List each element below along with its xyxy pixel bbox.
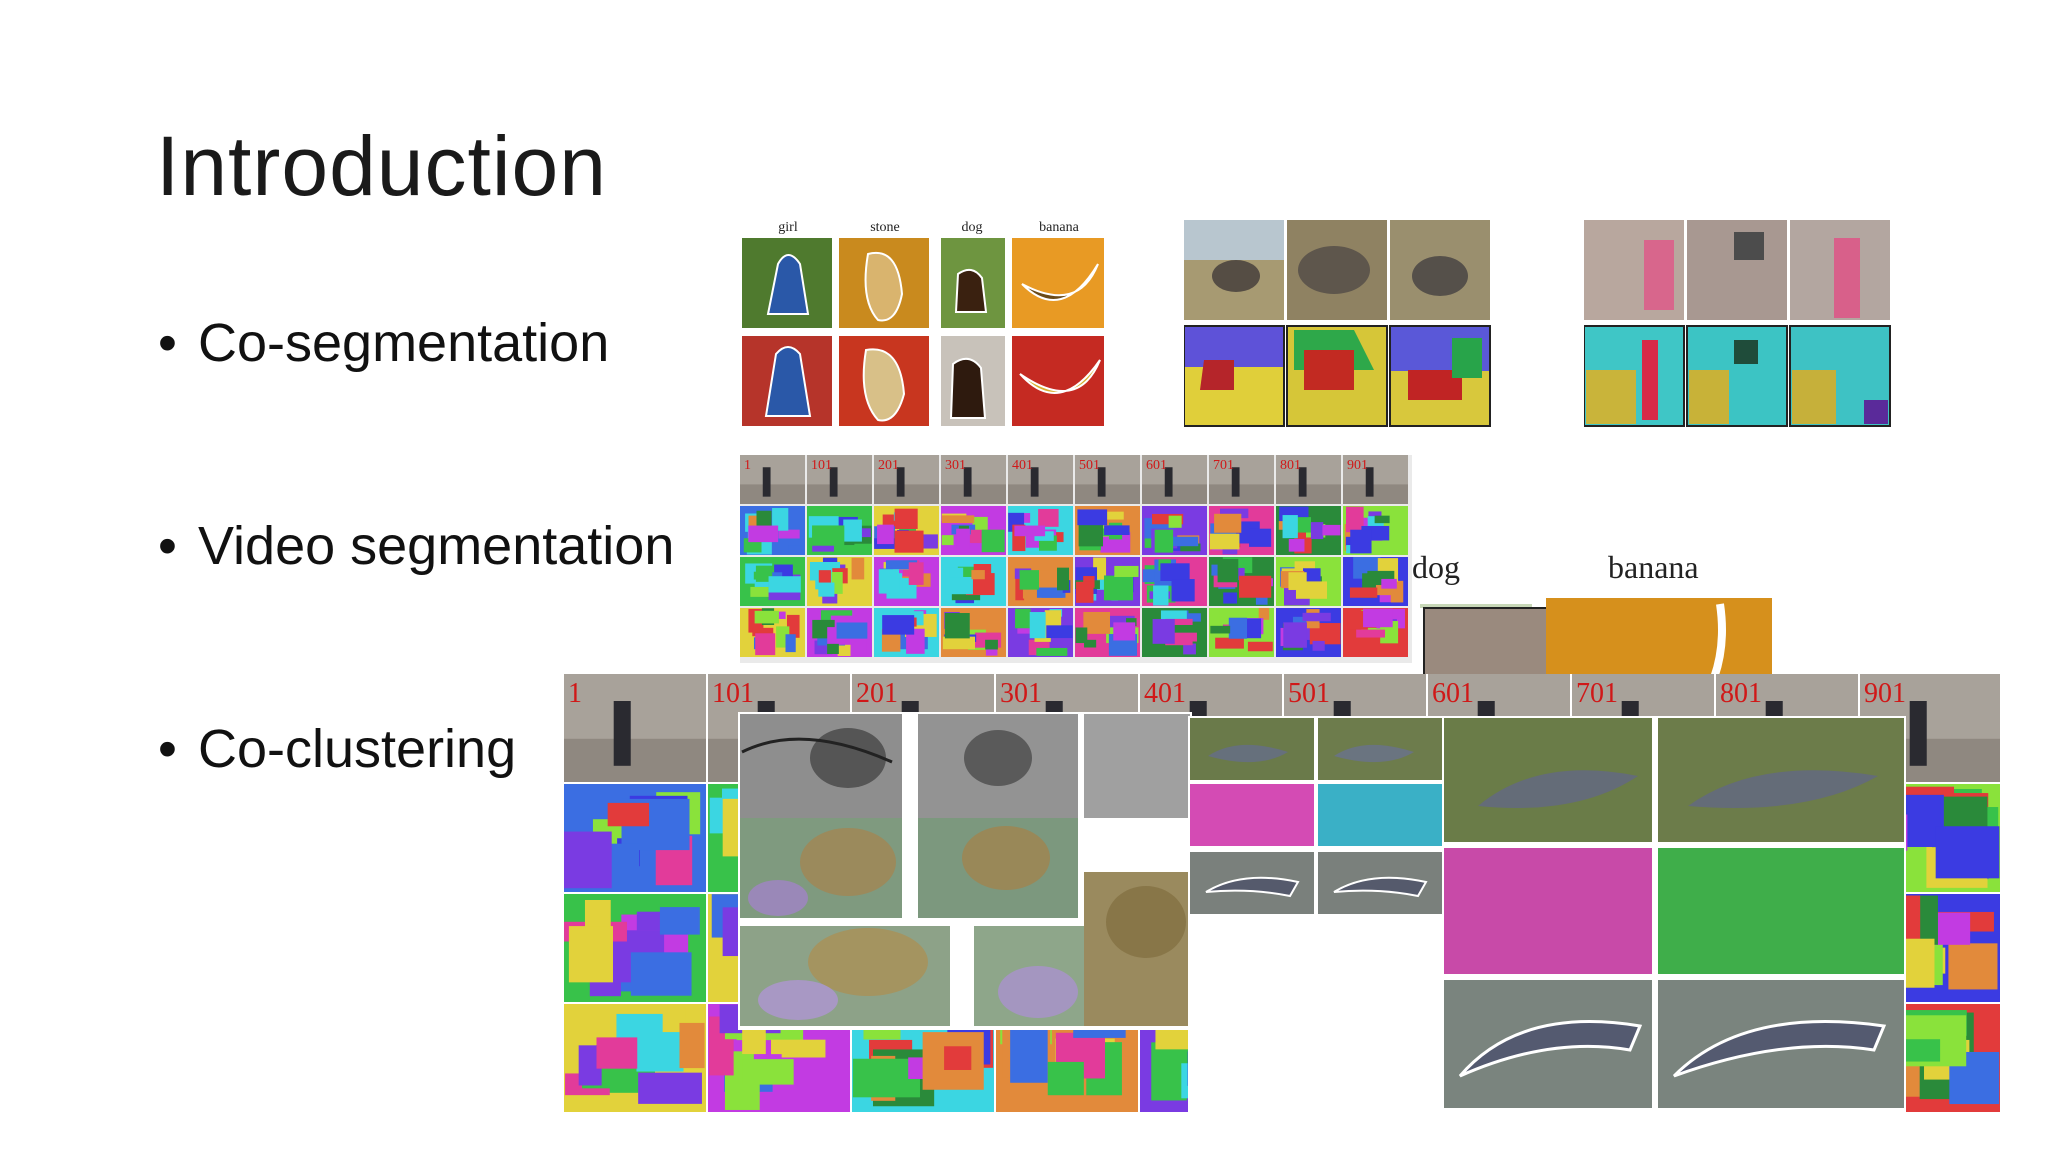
frame-number-label: 801 [1280, 458, 1301, 473]
overlay-photo-banana [1546, 598, 1772, 678]
segmentation-frame [807, 506, 872, 555]
frame-number-label: 901 [1864, 678, 1906, 709]
video-frame [1276, 455, 1341, 504]
frame-number-label: 201 [856, 678, 898, 709]
indoor-figure [1584, 220, 1896, 428]
frame-number-label: 501 [1079, 458, 1100, 473]
segmentation-frame [1276, 608, 1341, 657]
video-frame [807, 455, 872, 504]
segmentation-frame [1142, 557, 1207, 606]
video-frame [1008, 455, 1073, 504]
video-frame [1075, 455, 1140, 504]
photo-banana-1 [1012, 238, 1104, 328]
segmentation-frame [807, 608, 872, 657]
frame-number-label: 301 [945, 458, 966, 473]
frame-number-label: 701 [1213, 458, 1234, 473]
video-frame [941, 455, 1006, 504]
segmentation-frame [1209, 506, 1274, 555]
frame-number-label: 901 [1347, 458, 1368, 473]
segmentation-frame [740, 608, 805, 657]
segmentation-frame [1075, 608, 1140, 657]
video-frame [740, 455, 805, 504]
label-dog: dog [962, 220, 983, 235]
squirrel-superpixels-large-1 [1444, 848, 1652, 974]
segmentation-frame [1142, 608, 1207, 657]
bullet-text: Co-segmentation [198, 313, 610, 373]
segmentation-frame [1008, 506, 1073, 555]
segmentation-frame [708, 1004, 850, 1112]
video-frame [1209, 455, 1274, 504]
segmentation-frame [1209, 608, 1274, 657]
bullet-text: Video segmentation [198, 516, 675, 576]
segmentation-frame [807, 557, 872, 606]
frame-number-label: 1 [568, 678, 582, 709]
label-girl: girl [778, 220, 798, 235]
bullet-text: Co-clustering [198, 719, 517, 779]
elephants-figure [1184, 220, 1494, 428]
segmentation-frame [564, 894, 706, 1002]
squirrel-figure [1188, 716, 1906, 1112]
bullet-dot: • [158, 719, 177, 779]
frame-number-label: 501 [1288, 678, 1330, 709]
frame-number-label: 101 [811, 458, 832, 473]
em-gray-3 [1084, 714, 1190, 818]
bullet-dot: • [158, 313, 177, 373]
bullet-co-segmentation: • Co-segmentation [158, 312, 609, 374]
label-banana: banana [1039, 220, 1079, 235]
video-frame [564, 674, 706, 782]
label-stone: stone [870, 220, 900, 235]
segmentation-frame [1343, 506, 1408, 555]
segmentation-frame [740, 557, 805, 606]
frame-number-label: 601 [1146, 458, 1167, 473]
segmentation-frame [1276, 506, 1341, 555]
squirrel-superpixels-small-2 [1318, 784, 1442, 846]
segmentation-frame [1008, 608, 1073, 657]
segmentation-frame [1142, 506, 1207, 555]
segmentation-frame [874, 608, 939, 657]
segmentation-frame [1343, 557, 1408, 606]
frame-number-label: 801 [1720, 678, 1762, 709]
frame-number-label: 301 [1000, 678, 1042, 709]
segmentation-frame [740, 506, 805, 555]
segmentation-frame [941, 506, 1006, 555]
segmentation-frame [1008, 557, 1073, 606]
squirrel-superpixels-large-2 [1658, 848, 1904, 974]
cosegmentation-figure: girl stone dog banana [738, 214, 1108, 426]
segmentation-frame [1343, 608, 1408, 657]
video-frame [1343, 455, 1408, 504]
frame-number-label: 1 [744, 458, 751, 473]
bullet-dot: • [158, 516, 177, 576]
frame-number-label: 601 [1432, 678, 1474, 709]
frame-number-label: 201 [878, 458, 899, 473]
segmentation-frame [564, 1004, 706, 1112]
segmentation-frame [1276, 557, 1341, 606]
segmentation-frame [941, 557, 1006, 606]
video-strip-small: 1 101 201 301 401 501 601 701 801 901 [740, 455, 1412, 663]
frame-number-label: 701 [1576, 678, 1618, 709]
collage-overlay: dog banana [1412, 548, 1772, 678]
segmentation-frame [564, 784, 706, 892]
bullet-video-segmentation: • Video segmentation [158, 515, 674, 577]
bullet-co-clustering: • Co-clustering [158, 718, 516, 780]
frame-number-label: 401 [1144, 678, 1186, 709]
overlay-label-dog: dog [1412, 549, 1460, 585]
segmentation-frame [874, 557, 939, 606]
microscopy-figure [738, 712, 1192, 1030]
video-frame [874, 455, 939, 504]
overlay-label-banana: banana [1608, 549, 1699, 585]
segmentation-frame [1209, 557, 1274, 606]
frame-number-label: 101 [712, 678, 754, 709]
frame-number-label: 401 [1012, 458, 1033, 473]
slide-title: Introduction [156, 119, 607, 213]
video-frame [1142, 455, 1207, 504]
segmentation-frame [874, 506, 939, 555]
segmentation-frame [941, 608, 1006, 657]
segmentation-frame [1075, 506, 1140, 555]
segmentation-frame [1075, 557, 1140, 606]
squirrel-superpixels-small-1 [1190, 784, 1314, 846]
